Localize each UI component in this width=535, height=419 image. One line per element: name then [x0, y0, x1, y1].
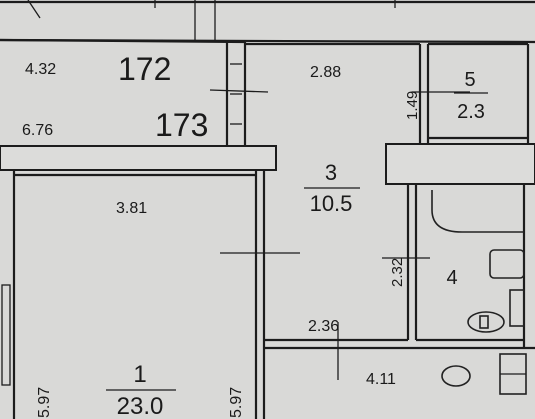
slab-left	[0, 145, 277, 171]
dim-bottom-right: 4.11	[366, 371, 396, 388]
dimension-marks	[209, 89, 470, 380]
dim-top-center: 2.88	[310, 64, 341, 81]
room-1-number: 1	[133, 361, 146, 388]
bathroom-fixtures	[431, 190, 527, 395]
room-5-number: 5	[464, 69, 475, 91]
room-1-walls	[1, 170, 266, 419]
upper-zone-walls	[0, 38, 530, 145]
dim-room1-height-right: 5.97	[228, 387, 245, 418]
apartment-number-upper: 172	[118, 51, 171, 87]
hall-walls	[264, 184, 535, 350]
slab-right	[385, 143, 535, 185]
room-1-area: 23.0	[117, 393, 164, 419]
dim-hall-width: 2.36	[308, 318, 339, 335]
dim-room1-height-left: 5.97	[36, 387, 53, 418]
dim-top-left-b: 6.76	[22, 122, 53, 139]
dim-top-left-a: 4.32	[25, 61, 56, 78]
room-4-number: 4	[446, 267, 457, 289]
room-3-area: 10.5	[310, 191, 353, 216]
dim-room1-width: 3.81	[116, 200, 147, 217]
room-3-number: 3	[325, 160, 337, 185]
room-5-area: 2.3	[457, 101, 485, 123]
dim-hall-height: 2.32	[389, 258, 406, 287]
dim-wc-height: 1.49	[404, 91, 421, 120]
apartment-number-lower: 173	[155, 107, 208, 143]
